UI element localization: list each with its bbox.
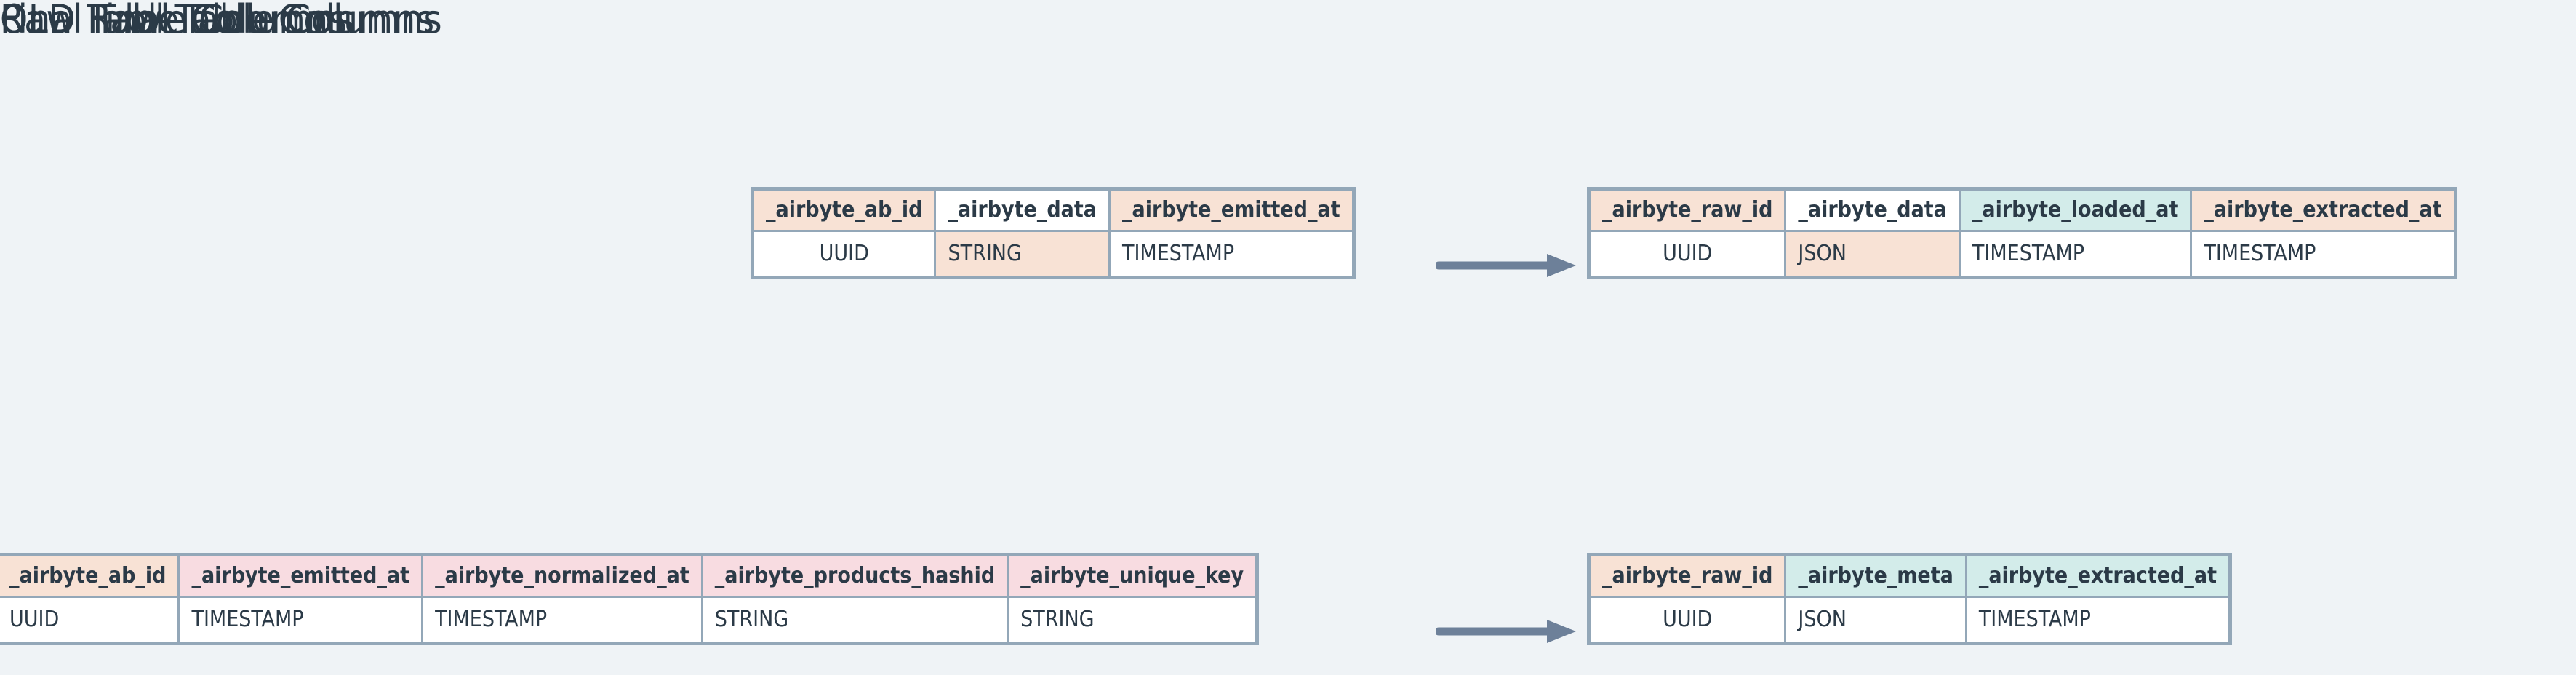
- arrow-right-icon: [1436, 254, 1576, 277]
- table-old-raw-columns: _airbyte_ab_id_airbyte_data_airbyte_emit…: [751, 187, 1356, 279]
- column-type-airbyte-data: JSON: [1784, 230, 1961, 279]
- column-header-airbyte-products-hashid: _airbyte_products_hashid: [700, 554, 1009, 598]
- column-header-airbyte-data: _airbyte_data: [934, 188, 1111, 232]
- column-header-airbyte-emitted-at: _airbyte_emitted_at: [177, 554, 424, 598]
- table-header-row: _airbyte_raw_id_airbyte_meta_airbyte_ext…: [1587, 554, 2232, 598]
- column-type-airbyte-products-hashid: STRING: [700, 596, 1009, 644]
- column-header-airbyte-ab-id: _airbyte_ab_id: [0, 554, 180, 598]
- column-header-airbyte-ab-id: _airbyte_ab_id: [751, 188, 937, 232]
- arrow-right-icon: [1436, 620, 1576, 643]
- page-title-old-raw: OLD Raw Table Columns: [0, 0, 435, 42]
- column-header-airbyte-emitted-at: _airbyte_emitted_at: [1108, 188, 1355, 232]
- column-type-airbyte-ab-id: UUID: [751, 230, 937, 279]
- table-old-final-columns: _airbyte_ab_id_airbyte_emitted_at_airbyt…: [0, 553, 1260, 645]
- column-header-airbyte-unique-key: _airbyte_unique_key: [1007, 554, 1259, 598]
- column-type-airbyte-raw-id: UUID: [1587, 230, 1787, 279]
- column-header-airbyte-extracted-at: _airbyte_extracted_at: [1964, 554, 2232, 598]
- column-type-airbyte-raw-id: UUID: [1587, 596, 1787, 644]
- column-type-airbyte-extracted-at: TIMESTAMP: [1964, 596, 2232, 644]
- arrow-final-migration: [1436, 617, 1582, 646]
- column-type-airbyte-ab-id: UUID: [0, 596, 180, 644]
- column-type-airbyte-data: STRING: [934, 230, 1111, 279]
- page-title-new-final: Final Table Columns: [0, 0, 356, 42]
- arrow-raw-migration: [1436, 251, 1582, 280]
- table-header-row: _airbyte_ab_id_airbyte_data_airbyte_emit…: [751, 188, 1355, 232]
- table-new-final-columns: _airbyte_raw_id_airbyte_meta_airbyte_ext…: [1587, 553, 2232, 645]
- column-type-airbyte-emitted-at: TIMESTAMP: [177, 596, 424, 644]
- page-title-old-final: OLD Final Table Columns: [0, 0, 443, 42]
- column-header-airbyte-extracted-at: _airbyte_extracted_at: [2190, 188, 2457, 232]
- table-header-row: _airbyte_ab_id_airbyte_emitted_at_airbyt…: [0, 554, 1259, 598]
- column-header-airbyte-raw-id: _airbyte_raw_id: [1587, 188, 1787, 232]
- column-type-airbyte-meta: JSON: [1784, 596, 1967, 644]
- column-header-airbyte-loaded-at: _airbyte_loaded_at: [1958, 188, 2193, 232]
- column-header-airbyte-meta: _airbyte_meta: [1784, 554, 1967, 598]
- column-header-airbyte-normalized-at: _airbyte_normalized_at: [421, 554, 703, 598]
- column-header-airbyte-data: _airbyte_data: [1784, 188, 1961, 232]
- table-new-raw-columns: _airbyte_raw_id_airbyte_data_airbyte_loa…: [1587, 187, 2457, 279]
- column-type-airbyte-emitted-at: TIMESTAMP: [1108, 230, 1355, 279]
- column-type-airbyte-unique-key: STRING: [1007, 596, 1259, 644]
- column-type-airbyte-normalized-at: TIMESTAMP: [421, 596, 703, 644]
- column-type-airbyte-loaded-at: TIMESTAMP: [1958, 230, 2193, 279]
- page-title-new-raw: Raw Table Columns: [0, 0, 348, 42]
- table-header-row: _airbyte_raw_id_airbyte_data_airbyte_loa…: [1587, 188, 2457, 232]
- column-header-airbyte-raw-id: _airbyte_raw_id: [1587, 554, 1787, 598]
- column-type-airbyte-extracted-at: TIMESTAMP: [2190, 230, 2457, 279]
